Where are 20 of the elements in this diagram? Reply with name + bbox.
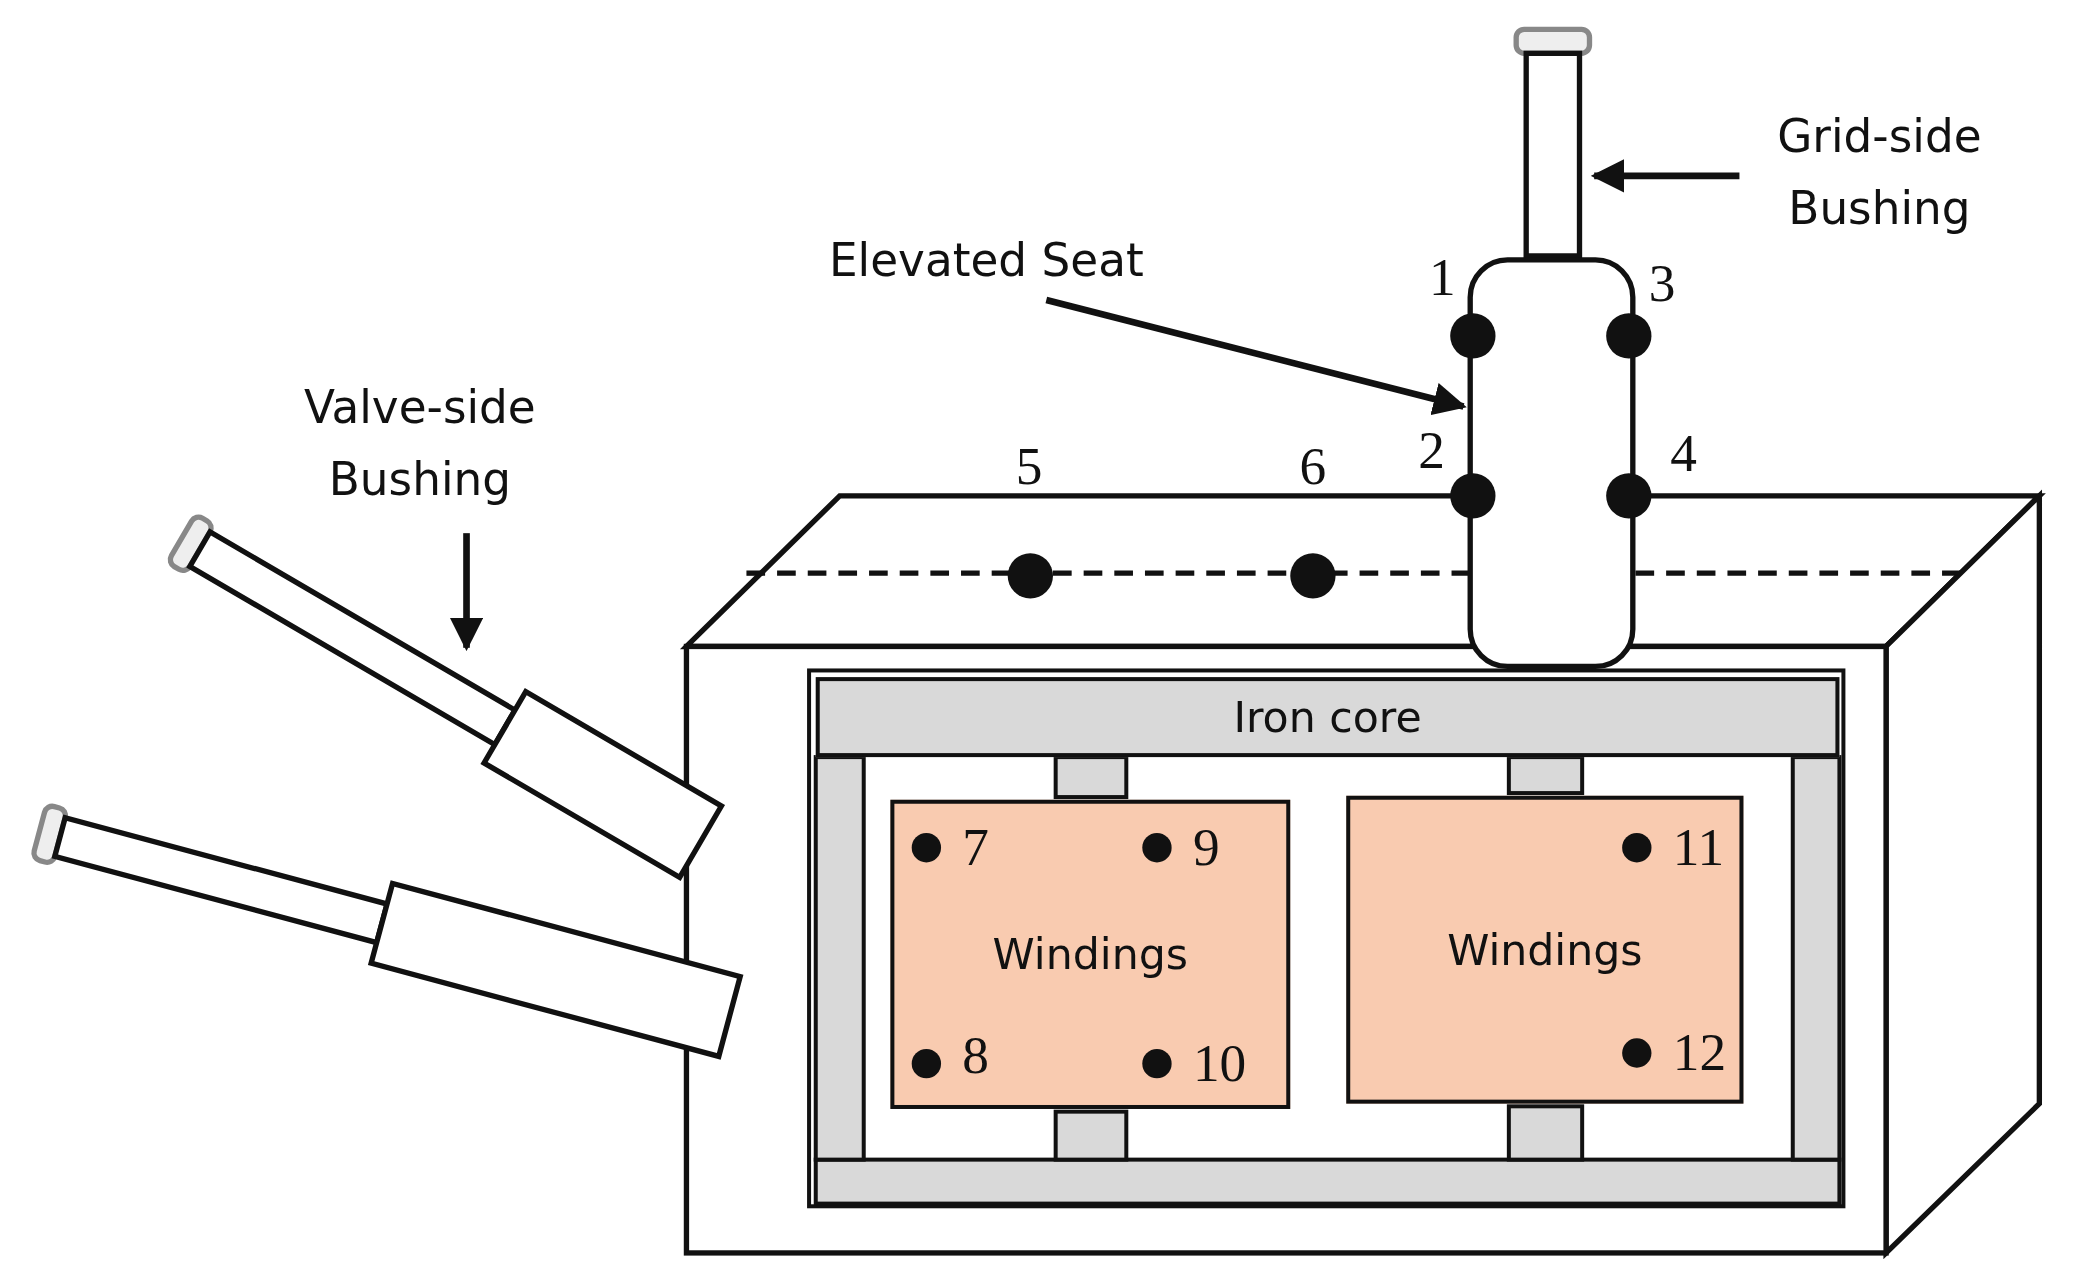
callout-number: 2	[1418, 423, 1445, 478]
leader-arrow	[1045, 296, 1467, 416]
core-bar: Iron core	[815, 677, 1840, 758]
callout-number: 4	[1670, 426, 1697, 480]
callout-number: 9	[1192, 821, 1220, 875]
leader-arrow	[1590, 159, 1740, 193]
callout-number: 10	[1192, 1037, 1247, 1091]
callout-number: 8	[962, 1029, 989, 1083]
elevated-seat	[1467, 257, 1636, 670]
callout-number: 1	[1428, 250, 1456, 304]
callout-number: 7	[962, 821, 989, 875]
callout-number: 11	[1672, 821, 1725, 875]
bushing-drawing	[1513, 26, 1593, 259]
callout-number: 3	[1648, 257, 1676, 311]
callout-text: Valve-side Bushing	[259, 370, 580, 516]
callout-text: Elevated Seat	[773, 223, 1200, 297]
callout-number: 5	[1015, 439, 1043, 494]
callout-number: 6	[1299, 439, 1327, 494]
callout-text: Grid-side Bushing	[1732, 99, 2026, 245]
callout-number: 12	[1672, 1026, 1727, 1080]
